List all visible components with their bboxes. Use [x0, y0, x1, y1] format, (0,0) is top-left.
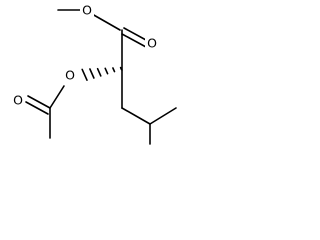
bond-o-acetylc [49, 85, 65, 109]
atom-label: O [13, 93, 23, 108]
bond-acetylc-o-double-b [25, 101, 49, 115]
atom-mask [11, 92, 25, 108]
molecule-structure: O O O O [11, 2, 177, 145]
atom-o-acetoxy: O [63, 67, 77, 83]
bond-carbonylc-o-double-a [123, 27, 147, 41]
hash-mark [104, 67, 109, 75]
atom-mask [145, 35, 159, 51]
bond-carbonylc-o-double-b [121, 33, 147, 48]
atom-o-carbonyl-acetyl: O [11, 92, 25, 108]
stereo-bond-hashed-wedge [81, 66, 123, 81]
hash-mark [96, 67, 102, 77]
atom-label: O [147, 36, 157, 51]
bond-acetylc-o-double-a [27, 95, 51, 109]
atom-o-methoxy: O [80, 2, 94, 18]
atom-mask [80, 2, 94, 18]
atom-mask [63, 67, 77, 83]
hash-mark [112, 67, 116, 73]
atom-label: O [65, 68, 75, 83]
atom-label: O [82, 3, 92, 18]
bond-o-carbonylc [91, 13, 121, 31]
bond-ch-methyl-up [149, 107, 177, 125]
atom-o-carbonyl-ester: O [145, 35, 159, 51]
bond-ch2-ch [121, 107, 151, 125]
hash-mark [81, 68, 88, 81]
hash-mark [119, 66, 123, 71]
hash-mark [89, 68, 95, 79]
